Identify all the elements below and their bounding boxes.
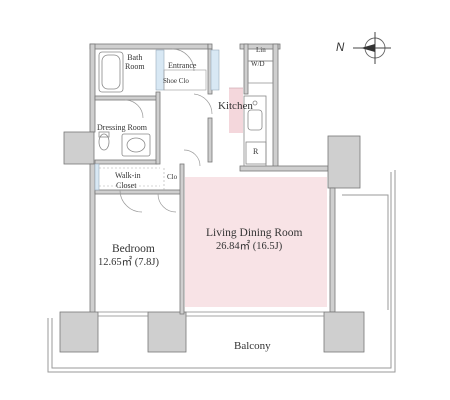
compass-north-label: N <box>336 42 345 54</box>
room-area-living: 26.84㎡ (16.5J) <box>216 241 283 252</box>
room-label-bedroom: Bedroom <box>112 243 155 255</box>
shoe-closet-box <box>163 69 207 91</box>
room-label-walkin-line2: Closet <box>116 181 137 190</box>
room-label-walkin-line1: Walk-in <box>115 171 141 180</box>
toilet <box>98 131 110 151</box>
room-label-balcony: Balcony <box>234 340 271 352</box>
room-label-dressing: Dressing Room <box>97 123 147 132</box>
living-floor <box>185 177 327 307</box>
windows <box>98 196 331 317</box>
room-label-linen: Lin <box>256 46 266 54</box>
kitchen-counter <box>243 95 267 167</box>
kitchen-counter-strip <box>229 88 243 133</box>
room-label-entrance: Entrance <box>168 61 197 70</box>
room-label-living: Living Dining Room <box>206 227 303 239</box>
room-label-washer-dryer: W/D <box>251 60 265 68</box>
room-label-bath: Bath Room <box>125 53 145 71</box>
balcony-outline <box>47 170 396 373</box>
washbasin <box>121 133 151 157</box>
room-label-shoe-closet: Shoe Clo <box>163 77 189 85</box>
room-label-kitchen: Kitchen <box>218 100 253 112</box>
room-area-bedroom: 12.65㎡ (7.8J) <box>98 257 159 268</box>
bathtub <box>98 51 124 93</box>
laundry-area <box>247 48 274 84</box>
room-label-refrigerator: R <box>253 147 259 156</box>
walls <box>59 43 365 353</box>
door-swings <box>119 48 213 213</box>
room-label-closet: Clo <box>167 173 178 181</box>
compass-icon <box>353 32 391 64</box>
